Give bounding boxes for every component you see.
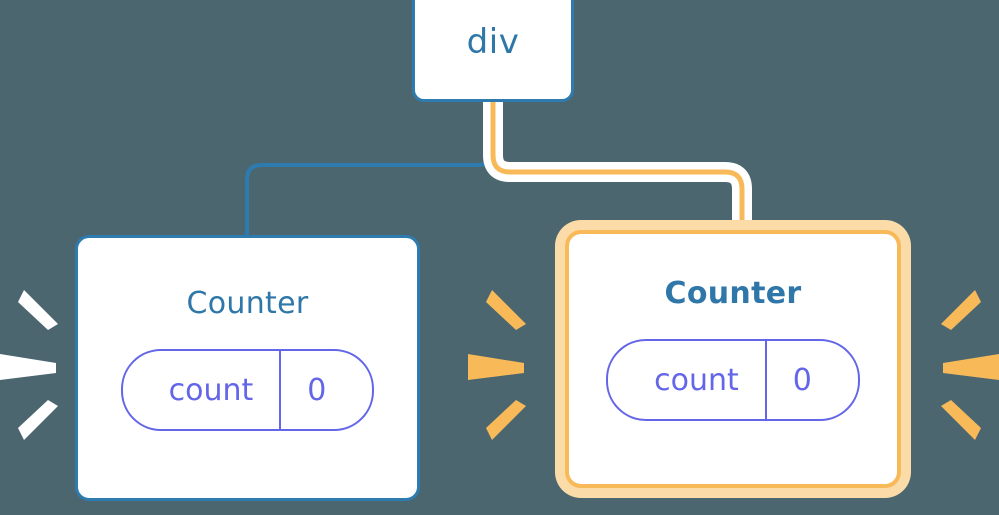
pill-divider [279,351,282,429]
edge-div-to-counter-left [245,100,495,240]
node-counter-left-title: Counter [186,286,309,321]
state-pill-left: count 0 [120,349,375,431]
state-name-right: count [654,362,739,398]
node-counter-right-title: Counter [664,276,802,311]
state-value-left: 0 [307,372,327,408]
node-counter-right[interactable]: Counter count 0 [565,230,901,488]
pill-divider [764,341,767,419]
node-counter-left[interactable]: Counter count 0 [75,235,420,501]
state-value-right: 0 [792,362,812,398]
edge-div-to-counter-right [490,100,745,240]
node-div[interactable]: div [412,0,574,102]
state-pill-right: count 0 [606,339,860,421]
node-div-label: div [466,22,520,62]
state-name-left: count [168,372,254,408]
